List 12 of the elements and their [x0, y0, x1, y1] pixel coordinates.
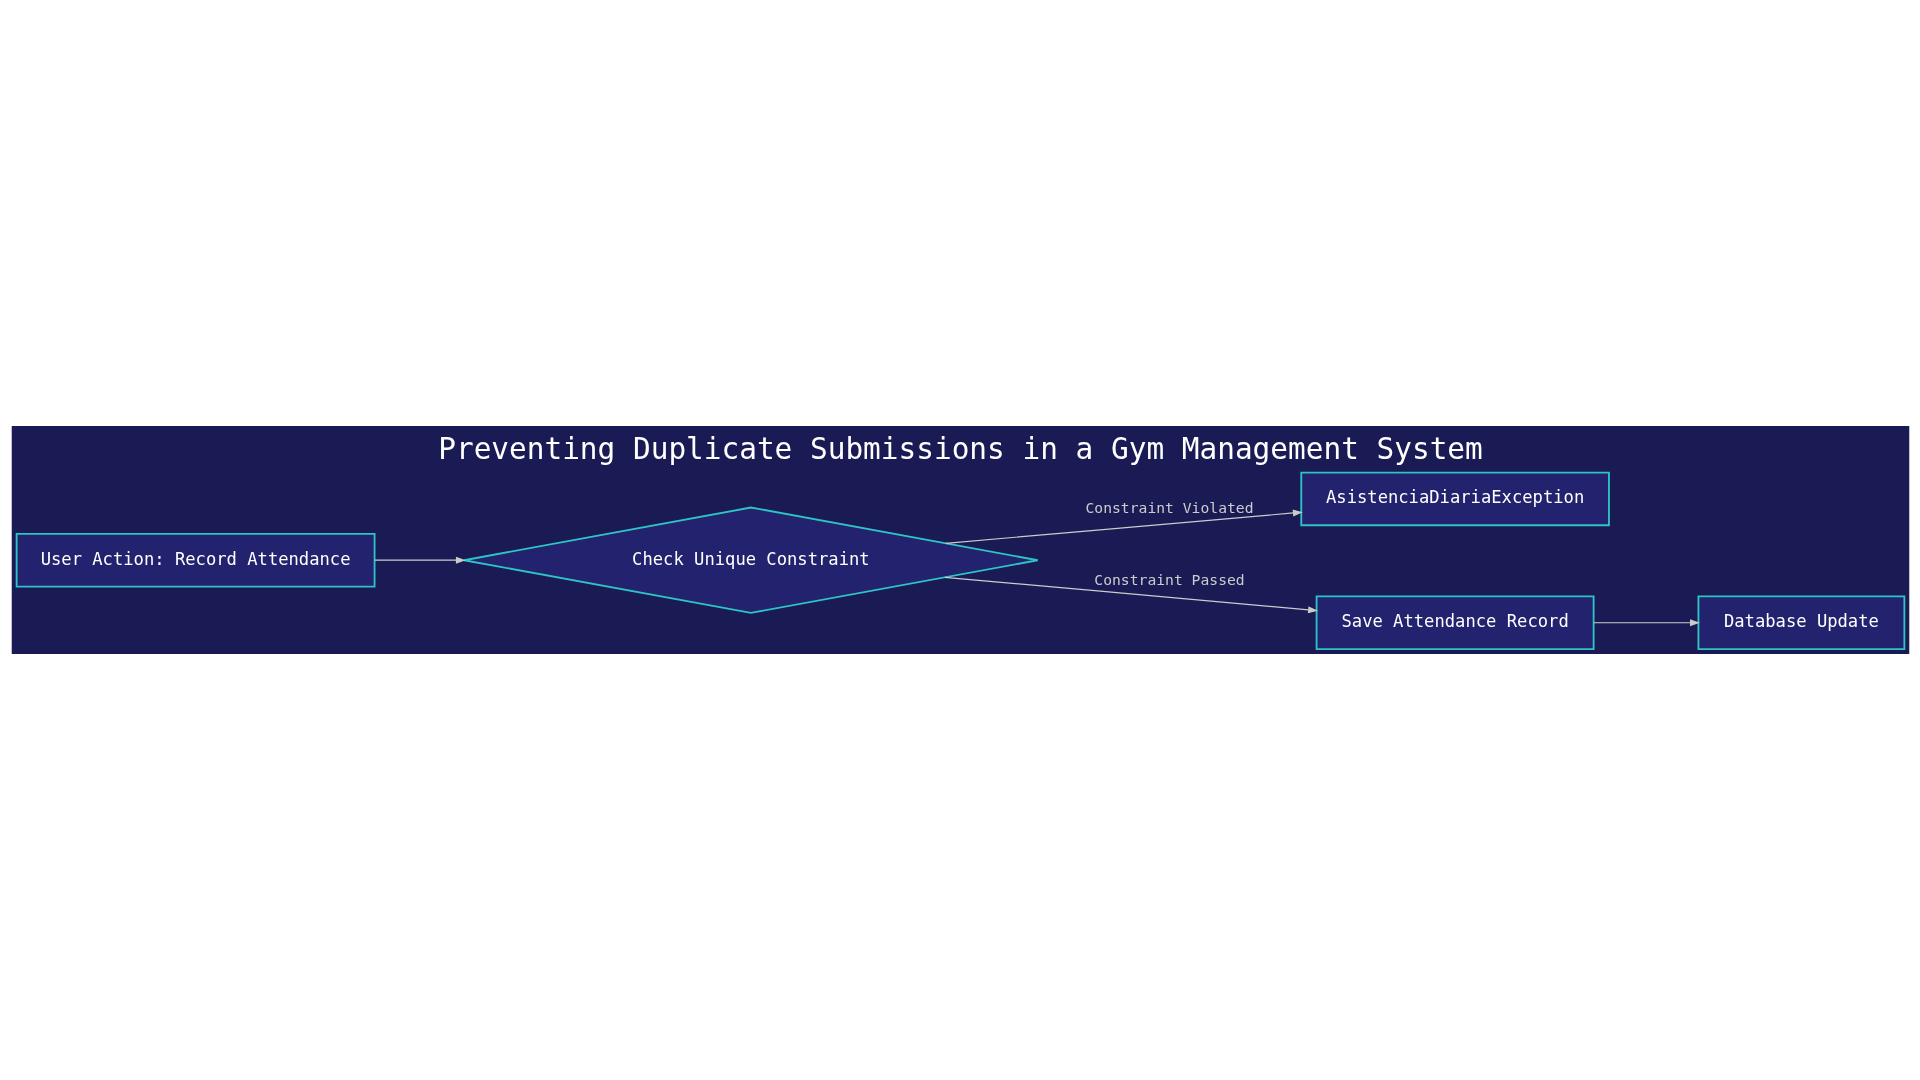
- node-box: Save Attendance Record: [1315, 595, 1595, 650]
- node-box: User Action: Record Attendance: [15, 532, 375, 588]
- edge-label: Constraint Violated: [1084, 499, 1254, 517]
- arrow: [373, 556, 466, 564]
- arrow: [944, 509, 1303, 544]
- node-box: AsistenciaDiariaException: [1299, 471, 1610, 527]
- node-diamond: Check Unique Constraint: [462, 506, 1039, 614]
- arrow: [1592, 619, 1700, 627]
- arrow: [943, 576, 1318, 614]
- node-box: Database Update: [1697, 595, 1905, 650]
- edge-label: Constraint Passed: [1093, 571, 1245, 589]
- diagram-title: Preventing Duplicate Submissions in a Gym Management System: [437, 432, 1483, 467]
